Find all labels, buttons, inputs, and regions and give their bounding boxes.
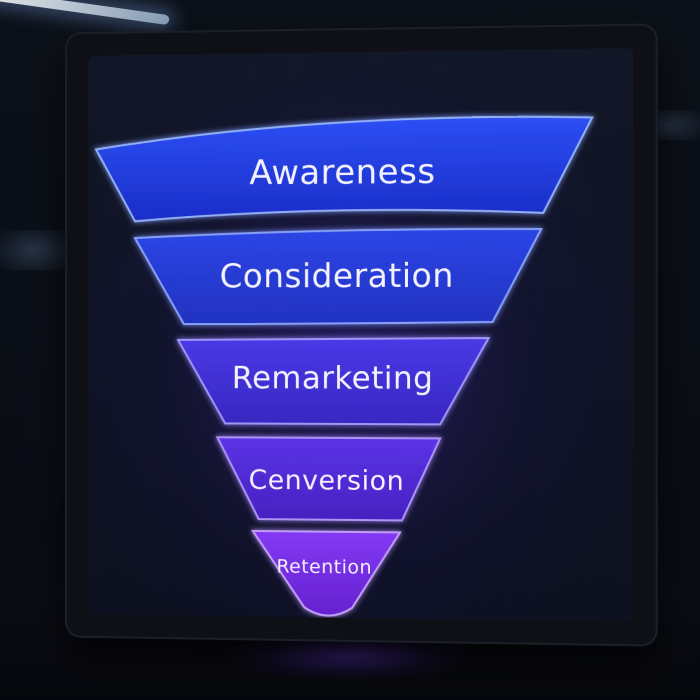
funnel-stage-shape [178, 338, 488, 425]
funnel-stage-shape [217, 437, 440, 520]
funnel-stage-consideration: Consideration [135, 229, 541, 324]
funnel-stage-label: Awareness [249, 152, 435, 193]
funnel-stage-label: Remarketing [232, 360, 434, 397]
monitor-screen: Awareness Consideration Remarketing Cenv… [88, 48, 634, 622]
funnel-stage-shape [96, 116, 592, 222]
funnel-stage-shape [135, 229, 541, 324]
funnel-stage-retention: Retention [253, 531, 400, 617]
funnel-stage-awareness: Awareness [96, 116, 592, 222]
funnel-stage-conversion: Cenversion [217, 437, 440, 520]
funnel-stage-label: Consideration [220, 256, 454, 295]
funnel-stage-label: Cenversion [249, 465, 405, 497]
ceiling-light [0, 0, 170, 26]
funnel-stage-remarketing: Remarketing [178, 338, 488, 425]
funnel-stage-shape [253, 531, 400, 617]
funnel-stage-label: Retention [276, 557, 372, 579]
wall-glow [0, 230, 70, 270]
monitor-frame: Awareness Consideration Remarketing Cenv… [66, 25, 656, 645]
funnel-diagram: Awareness Consideration Remarketing Cenv… [88, 48, 633, 622]
